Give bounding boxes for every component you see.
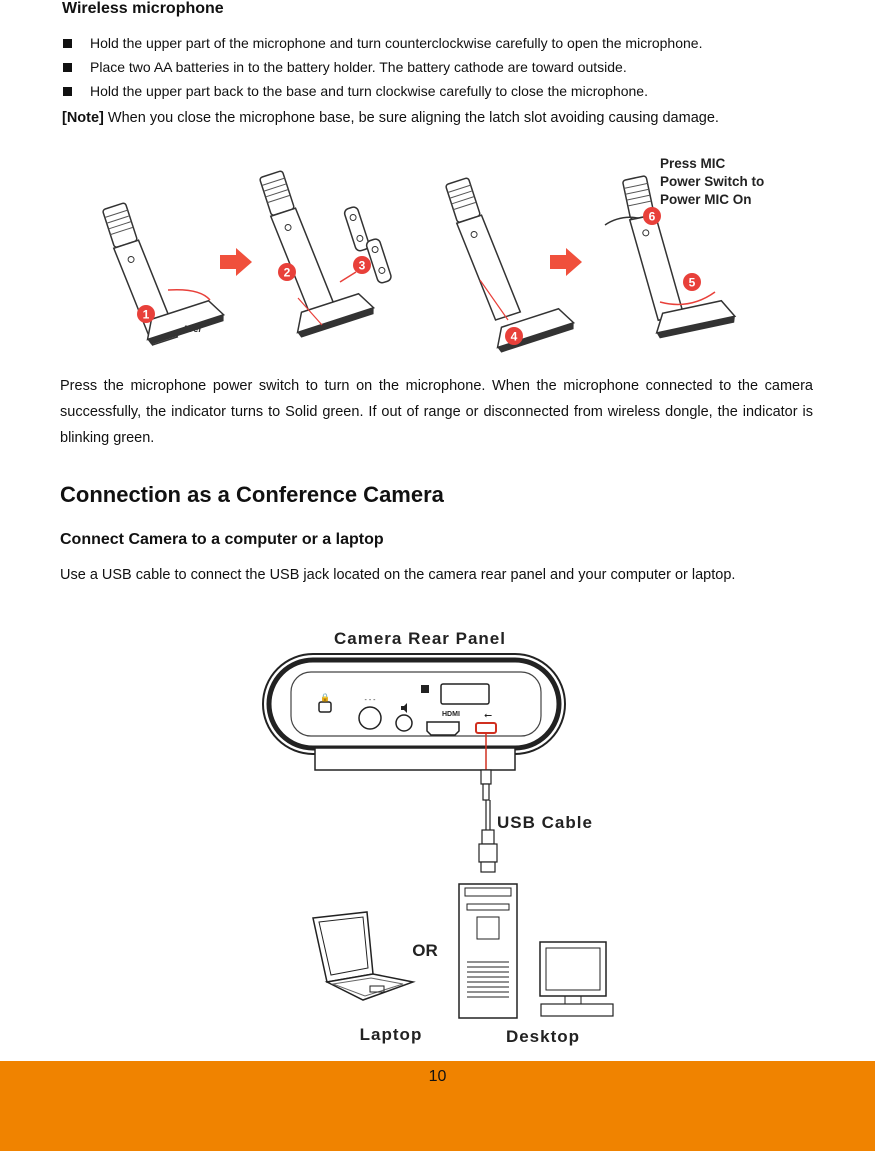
note-label: [Note]	[62, 110, 104, 126]
step-badge-1: 1	[137, 305, 155, 323]
svg-text:6: 6	[649, 210, 656, 224]
list-item: Place two AA batteries in to the battery…	[62, 55, 822, 79]
callout-line-3: Power MIC On	[660, 192, 752, 207]
svg-text:🔒: 🔒	[320, 693, 330, 702]
section-heading-conference-camera: Connection as a Conference Camera	[60, 482, 444, 507]
svg-text:3: 3	[359, 259, 366, 273]
microphone-step2-illustration	[257, 167, 394, 339]
svg-text:4: 4	[511, 330, 518, 344]
square-bullet-icon	[63, 63, 72, 72]
page-number: 10	[428, 1068, 447, 1085]
desktop-monitor-illustration	[539, 941, 614, 1017]
step-badge-4: 4	[505, 327, 523, 345]
mic-logo: AVer	[181, 324, 203, 334]
step-badge-2: 2	[278, 263, 296, 281]
section-heading-wireless-microphone: Wireless microphone	[62, 0, 224, 17]
microphone-step1-illustration: AVer	[100, 199, 227, 348]
microphone-assembly-figure: AVer Press MIC Power Switch to Power MIC…	[100, 156, 764, 354]
microphone-step6-illustration	[604, 173, 737, 340]
step-badge-6: 6	[643, 207, 661, 225]
dc-label: - - -	[365, 697, 377, 704]
next-step-arrow-icon	[550, 248, 582, 276]
lock-slot-icon	[318, 701, 332, 713]
usb-connection-figure: Camera Rear Panel 🔒 - - - HDMI ⭠	[262, 629, 614, 1046]
laptop-label: Laptop	[360, 1025, 423, 1044]
next-step-arrow-icon	[220, 248, 252, 276]
svg-text:5: 5	[689, 276, 696, 290]
or-label: OR	[412, 941, 438, 960]
power-on-paragraph: Press the microphone power switch to tur…	[60, 378, 813, 446]
svg-text:2: 2	[284, 266, 291, 280]
svg-text:1: 1	[143, 308, 150, 322]
figure-title: Camera Rear Panel	[334, 629, 506, 648]
rotate-arrow-icon	[167, 288, 211, 301]
usb-symbol-icon: ⭠	[484, 710, 492, 721]
hdmi-port-icon	[426, 721, 460, 736]
usb-connect-paragraph: Use a USB cable to connect the USB jack …	[60, 567, 736, 583]
square-bullet-icon	[63, 39, 72, 48]
desktop-tower-illustration	[458, 883, 518, 1019]
subheading-connect-camera: Connect Camera to a computer or a laptop	[60, 531, 384, 548]
dc-jack-icon	[358, 706, 382, 730]
callout-line-2: Power Switch to	[660, 174, 764, 189]
page-footer-band	[0, 1061, 875, 1151]
list-item: Hold the upper part back to the base and…	[62, 79, 822, 103]
microphone-step4-illustration	[443, 174, 577, 354]
rotate-arrow-icon	[659, 291, 716, 306]
laptop-illustration	[312, 911, 416, 1001]
usb-cable-label: USB Cable	[497, 813, 593, 832]
step-badge-5: 5	[683, 273, 701, 291]
callout-line-1: Press MIC	[660, 156, 726, 171]
usb-cable-illustration	[478, 733, 498, 873]
desktop-label: Desktop	[506, 1027, 580, 1046]
step-badge-3: 3	[353, 256, 371, 274]
finger-icon	[604, 216, 639, 226]
hdmi-label: HDMI	[442, 711, 460, 718]
list-item: Hold the upper part of the microphone an…	[62, 31, 822, 55]
note-text: [Note] When you close the microphone bas…	[62, 110, 719, 126]
camera-rear-panel-illustration: 🔒 - - - HDMI ⭠	[262, 653, 566, 771]
square-bullet-icon	[63, 87, 72, 96]
bullet-list: Hold the upper part of the microphone an…	[62, 31, 822, 103]
audio-jack-icon	[395, 714, 413, 732]
